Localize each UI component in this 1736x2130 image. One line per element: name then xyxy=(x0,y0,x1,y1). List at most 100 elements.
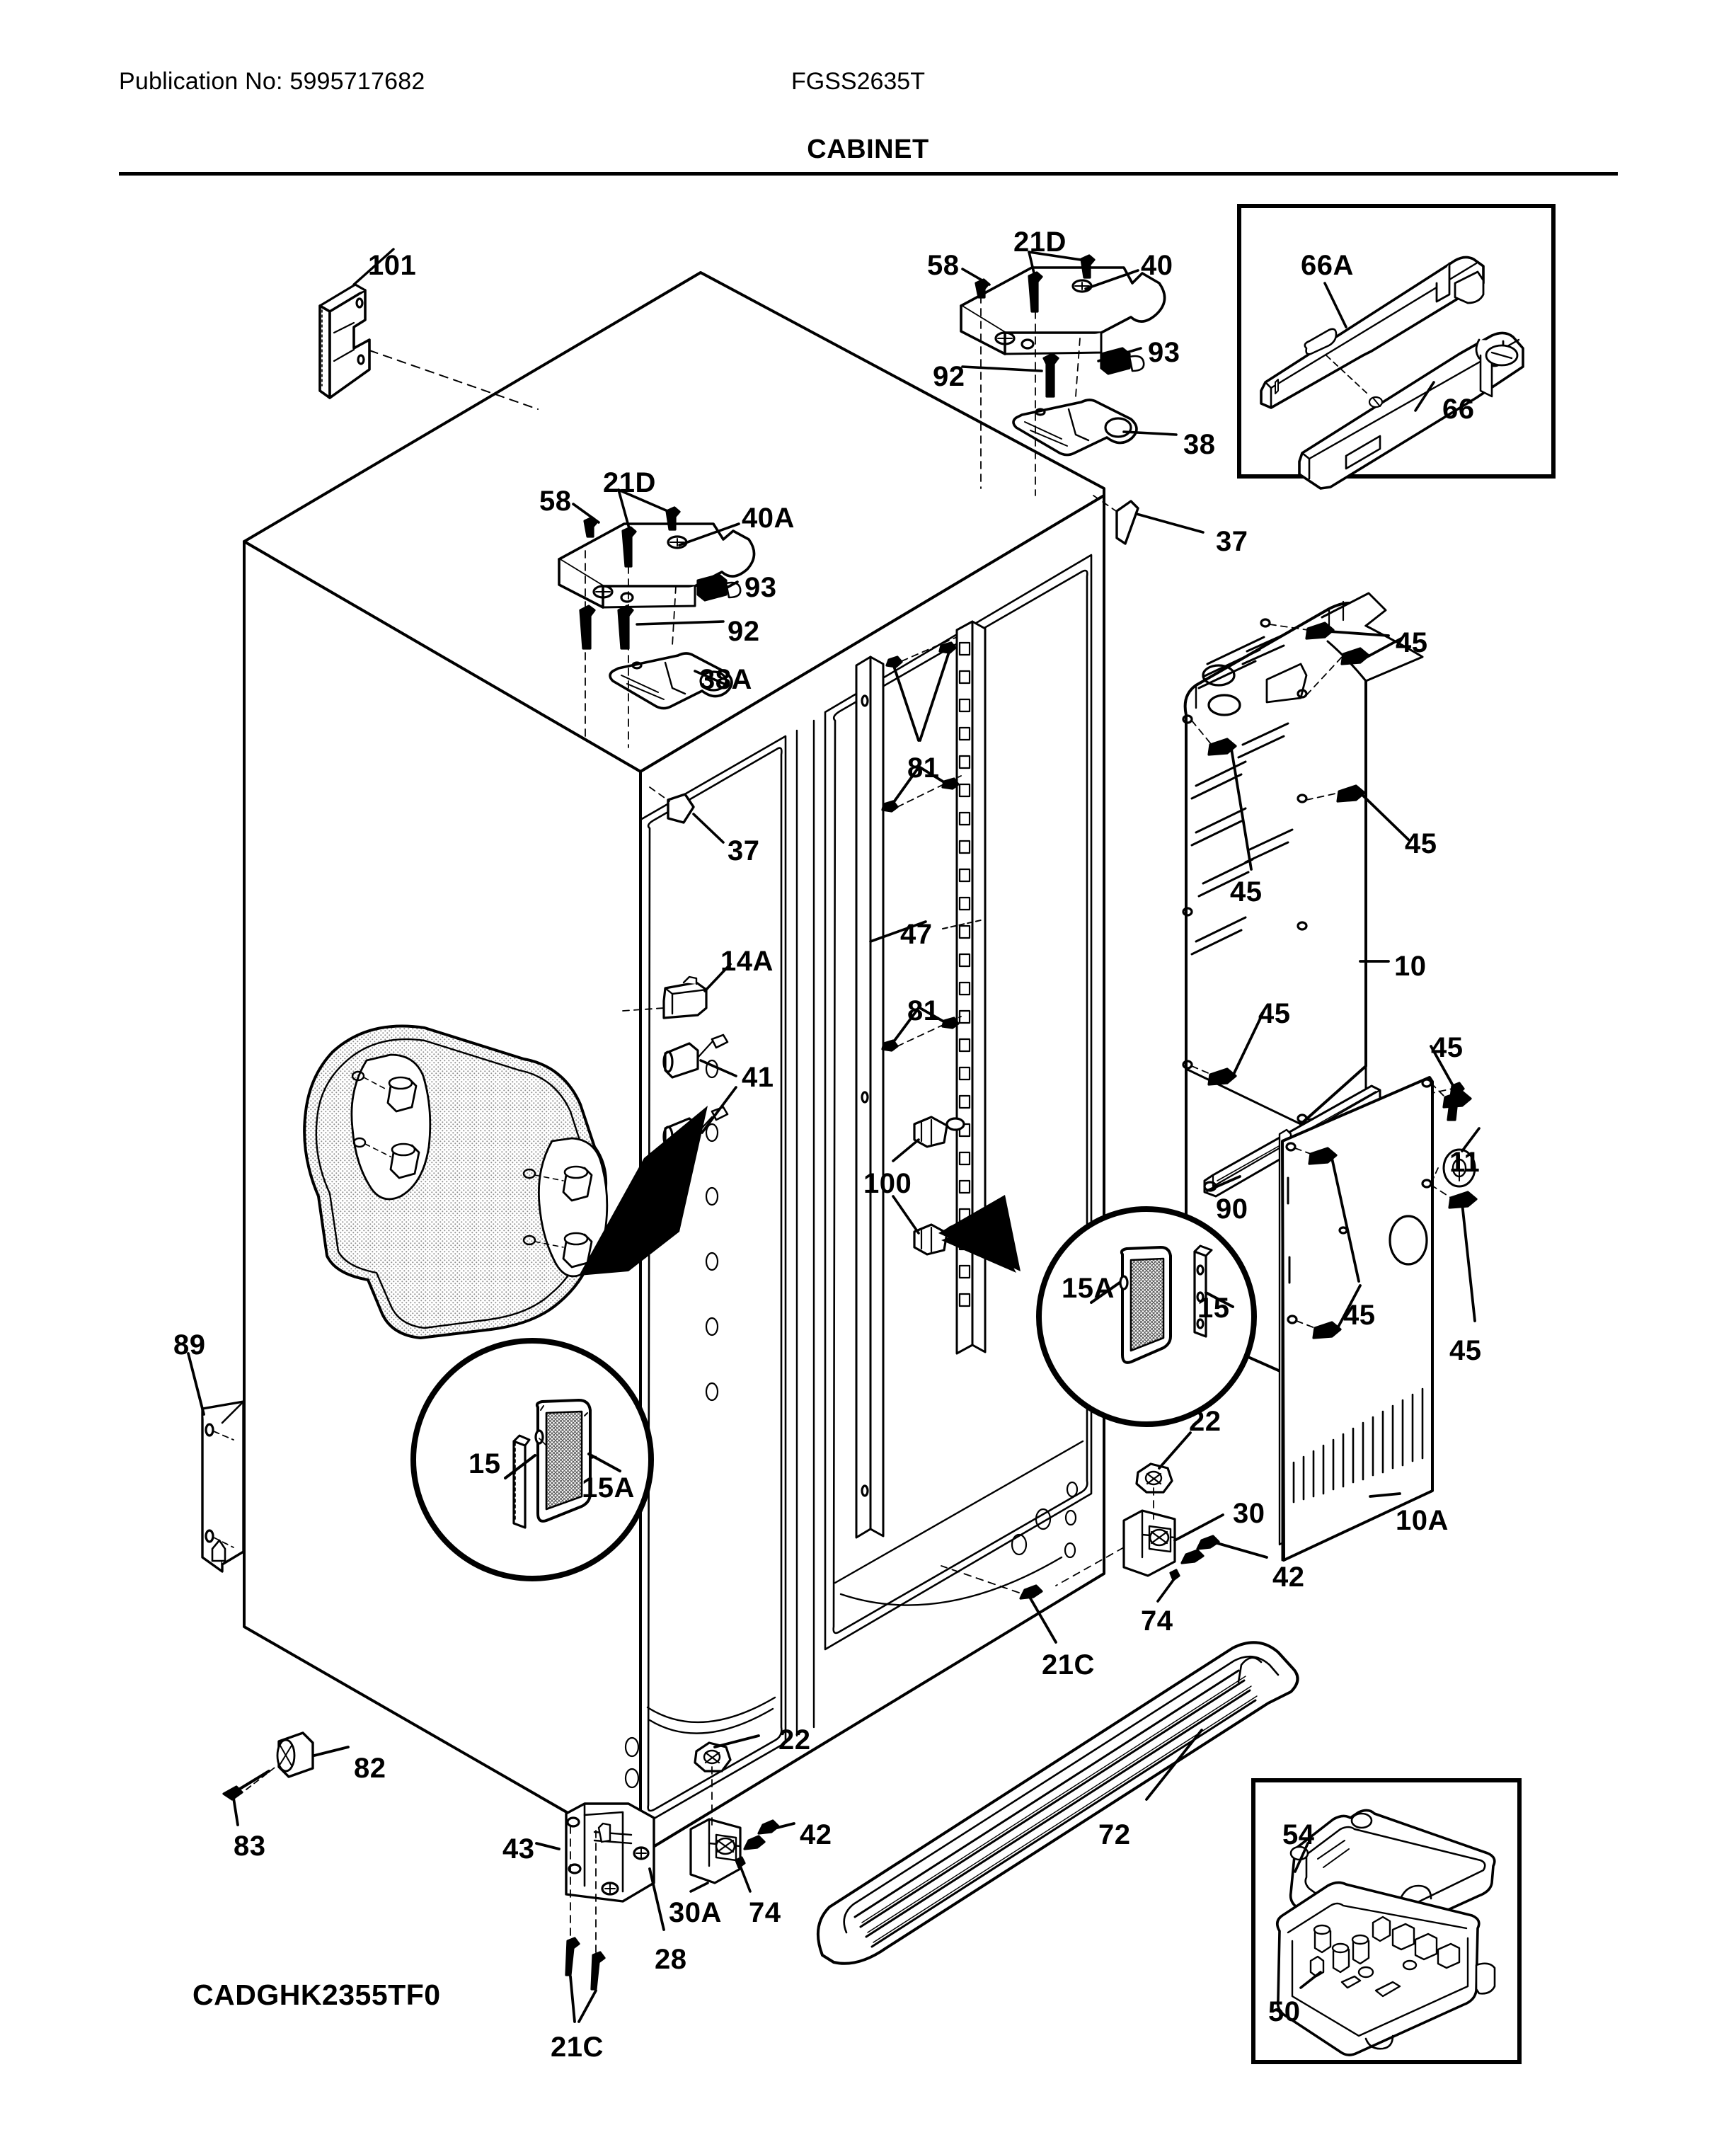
part-callout-30A: 30A xyxy=(669,1897,722,1928)
part-37-right xyxy=(1093,495,1205,545)
part-callout-10: 10 xyxy=(1394,951,1427,982)
page-title: CABINET xyxy=(807,134,929,164)
screw-92-upper xyxy=(1042,353,1059,398)
hinge-lower-right xyxy=(941,1431,1268,1644)
part-callout-43: 43 xyxy=(502,1833,535,1865)
part-89-bracket xyxy=(187,1352,245,1573)
part-14A-switch xyxy=(622,963,732,1019)
header-divider xyxy=(119,172,1618,176)
part-callout-21Cb: 21C xyxy=(551,2032,604,2063)
part-callout-101: 101 xyxy=(368,250,417,281)
part-callout-50: 50 xyxy=(1268,1996,1301,2027)
part-callout-93a: 93 xyxy=(1148,337,1180,368)
part-callout-15b: 15 xyxy=(1197,1293,1230,1324)
part-47-shelf-standard xyxy=(955,620,987,1355)
inset-box-slide-rails xyxy=(1237,204,1556,479)
part-callout-92b: 92 xyxy=(728,616,760,647)
screw-58-upper xyxy=(975,278,990,299)
grille-slots xyxy=(853,1669,1257,1948)
part-10A-panel xyxy=(1278,1045,1481,1562)
leaders-81 xyxy=(889,648,951,1048)
part-callout-15Ab: 15A xyxy=(1062,1273,1115,1304)
plug-93-upper xyxy=(1100,347,1145,375)
leaders-middle-hinge xyxy=(572,488,740,687)
part-callout-45d: 45 xyxy=(1258,998,1291,1029)
part-callout-45c: 45 xyxy=(1230,876,1263,907)
part-82-roller xyxy=(276,1731,350,1778)
part-callout-58b: 58 xyxy=(539,486,572,517)
part-callout-74b: 74 xyxy=(749,1897,781,1928)
part-callout-92a: 92 xyxy=(933,361,965,392)
part-callout-72: 72 xyxy=(1098,1819,1131,1850)
part-callout-11: 11 xyxy=(1449,1147,1481,1178)
part-callout-10A: 10A xyxy=(1396,1505,1449,1536)
part-callout-45e: 45 xyxy=(1431,1032,1464,1063)
insulation-screw-holes xyxy=(351,1070,536,1246)
part-callout-21Da: 21D xyxy=(1013,227,1067,258)
part-callout-47: 47 xyxy=(900,919,933,950)
screws-21D-upper xyxy=(1028,254,1096,313)
part-callout-38A: 38A xyxy=(699,664,752,695)
part-callout-82: 82 xyxy=(354,1753,386,1784)
part-callout-22a: 22 xyxy=(1189,1406,1221,1437)
part-callout-40: 40 xyxy=(1141,250,1173,281)
part-callout-93b: 93 xyxy=(745,572,777,603)
part-callout-28: 28 xyxy=(655,1944,687,1975)
liner-holes xyxy=(624,1059,719,1789)
part-callout-14A: 14A xyxy=(720,946,774,977)
part-90-rail xyxy=(1203,1084,1381,1198)
diagram-code: CADGHK2355TF0 xyxy=(192,1979,441,2011)
cabinet-rear-holes xyxy=(1011,1481,1079,1559)
cabinet-left-face xyxy=(243,540,642,1856)
part-callout-74a: 74 xyxy=(1141,1605,1173,1637)
part-insulation-pad xyxy=(303,1024,609,1339)
leader-101-dashed xyxy=(369,350,539,410)
part-callout-90: 90 xyxy=(1216,1193,1248,1225)
screws-92-middle xyxy=(579,605,634,650)
plug-93-middle xyxy=(696,573,742,602)
part-callout-40A: 40A xyxy=(742,503,795,534)
part-72-grille xyxy=(817,1641,1299,1965)
screws-21C-bottom xyxy=(565,1937,606,1991)
screws-21D-middle xyxy=(621,506,681,568)
cabinet-top-face xyxy=(243,271,1105,773)
part-callout-45a: 45 xyxy=(1396,627,1428,658)
part-callout-42a: 42 xyxy=(1272,1562,1305,1593)
part-callout-58a: 58 xyxy=(927,250,960,281)
insulation-posts xyxy=(386,1076,593,1269)
part-callout-81a: 81 xyxy=(907,752,940,784)
part-37-left xyxy=(649,786,725,844)
publication-number: Publication No: 5995717682 xyxy=(119,68,425,95)
part-callout-54: 54 xyxy=(1282,1819,1315,1850)
screws-45-panel xyxy=(1207,622,1465,1121)
screw-58-middle xyxy=(583,516,599,538)
part-callout-45g: 45 xyxy=(1449,1335,1482,1366)
part-callout-15Aa: 15A xyxy=(582,1472,635,1504)
leader-28 xyxy=(648,1867,665,1931)
part-callout-38: 38 xyxy=(1183,429,1216,460)
part-callout-41: 41 xyxy=(742,1062,774,1093)
hinge-lower-left xyxy=(689,1734,795,1893)
part-101-bracket xyxy=(318,283,371,399)
part-callout-81b: 81 xyxy=(907,995,940,1026)
part-callout-45f: 45 xyxy=(1343,1300,1376,1331)
panel-10A-louvers xyxy=(1292,1387,1424,1504)
part-callout-89: 89 xyxy=(173,1329,206,1361)
part-callout-37a: 37 xyxy=(1216,526,1248,557)
part-10-panel xyxy=(1182,592,1424,1382)
part-callout-21Ca: 21C xyxy=(1042,1649,1095,1680)
part-callout-42b: 42 xyxy=(800,1819,832,1850)
part-callout-15a: 15 xyxy=(469,1448,501,1479)
part-callout-30: 30 xyxy=(1233,1498,1265,1529)
part-callout-22b: 22 xyxy=(778,1724,811,1756)
part-callout-66: 66 xyxy=(1442,394,1475,425)
part-47-rail xyxy=(855,655,885,1539)
hinge-assembly-upper-right xyxy=(960,254,1166,496)
part-83-pin xyxy=(222,1765,278,1826)
part-callout-45b: 45 xyxy=(1405,828,1437,859)
screws-81 xyxy=(881,641,960,1052)
part-callout-66A: 66A xyxy=(1301,250,1354,281)
part-callout-21Db: 21D xyxy=(603,467,656,498)
model-number: FGSS2635T xyxy=(791,68,925,95)
